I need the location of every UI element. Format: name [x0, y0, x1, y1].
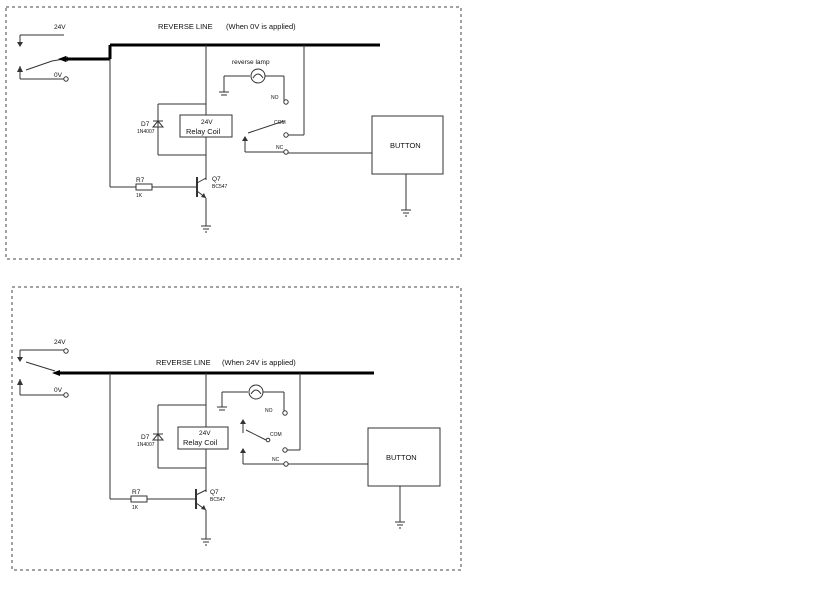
bottom-resistor-value: 1K: [132, 505, 139, 511]
bottom-diode-label: D7: [141, 434, 150, 441]
bottom-no-label: NO: [265, 408, 273, 414]
top-relay-contacts: reverse lamp NO COM NC: [219, 45, 372, 155]
top-relay-coil-group: D7 1N4007 24V Relay Coil: [137, 45, 233, 180]
top-transistor-group: R7 1K Q7 BC547: [109, 59, 228, 233]
bottom-relay-contacts: NO COM NC: [217, 373, 368, 467]
top-no-label: NO: [271, 95, 279, 101]
bottom-reverse-bus: REVERSE LINE (When 24V is applied): [52, 358, 374, 376]
top-nc-label: NC: [276, 145, 284, 151]
bottom-relay-coil: [177, 426, 229, 450]
top-diode-part: 1N4007: [137, 129, 155, 135]
bottom-diode-part: 1N4007: [137, 442, 155, 448]
bottom-transistor-group: R7 1K Q7 BC547: [109, 373, 226, 546]
bottom-24v-label: 24V: [54, 339, 66, 346]
top-resistor-value: 1K: [136, 193, 143, 199]
top-reverse-lamp: [250, 68, 266, 84]
top-panel: 24V 0V REVERSE LINE (When 0V is applied): [5, 6, 462, 260]
bottom-reverse-lamp: [248, 384, 264, 400]
bottom-panel-frame: [11, 286, 462, 571]
top-com-label: COM: [274, 120, 286, 126]
top-supply-switch: 24V 0V: [17, 24, 69, 82]
top-lamp-label: reverse lamp: [232, 59, 270, 66]
top-24v-label: 24V: [54, 24, 66, 31]
top-reverse-bus: REVERSE LINE (When 0V is applied): [58, 22, 380, 62]
top-resistor-label: R7: [136, 177, 145, 184]
bottom-button-box: [367, 427, 441, 487]
top-button-label: BUTTON: [390, 141, 421, 150]
top-coil-line2: Relay Coil: [186, 127, 221, 136]
top-button-group: BUTTON: [371, 115, 444, 217]
bottom-resistor-label: R7: [132, 489, 141, 496]
bottom-bus-title: REVERSE LINE: [156, 358, 211, 367]
top-diode-label: D7: [141, 121, 150, 128]
bottom-coil-line2: Relay Coil: [183, 438, 218, 447]
bottom-button-label: BUTTON: [386, 453, 417, 462]
bottom-bus-condition: (When 24V is applied): [222, 358, 296, 367]
top-bus-title: REVERSE LINE: [158, 22, 213, 31]
bottom-nc-label: NC: [272, 457, 280, 463]
bottom-supply-switch: 24V 0V: [17, 339, 69, 398]
bottom-panel: 24V 0V REVERSE LINE (When 24V is applied…: [11, 286, 462, 571]
top-transistor-label: Q7: [212, 176, 221, 183]
top-bus-condition: (When 0V is applied): [226, 22, 296, 31]
top-button-box: [371, 115, 444, 175]
bottom-0v-label: 0V: [54, 387, 63, 394]
bottom-coil-line1: 24V: [199, 430, 211, 437]
bottom-transistor-part: BC547: [210, 497, 226, 503]
bottom-relay-coil-group: D7 1N4007 24V Relay Coil: [137, 373, 229, 492]
top-transistor-part: BC547: [212, 184, 228, 190]
top-coil-line1: 24V: [201, 119, 213, 126]
top-resistor: [135, 183, 153, 191]
bottom-button-group: BUTTON: [367, 427, 441, 529]
top-0v-label: 0V: [54, 72, 63, 79]
bottom-resistor: [130, 495, 148, 503]
bottom-transistor-label: Q7: [210, 489, 219, 496]
bottom-com-label: COM: [270, 432, 282, 438]
